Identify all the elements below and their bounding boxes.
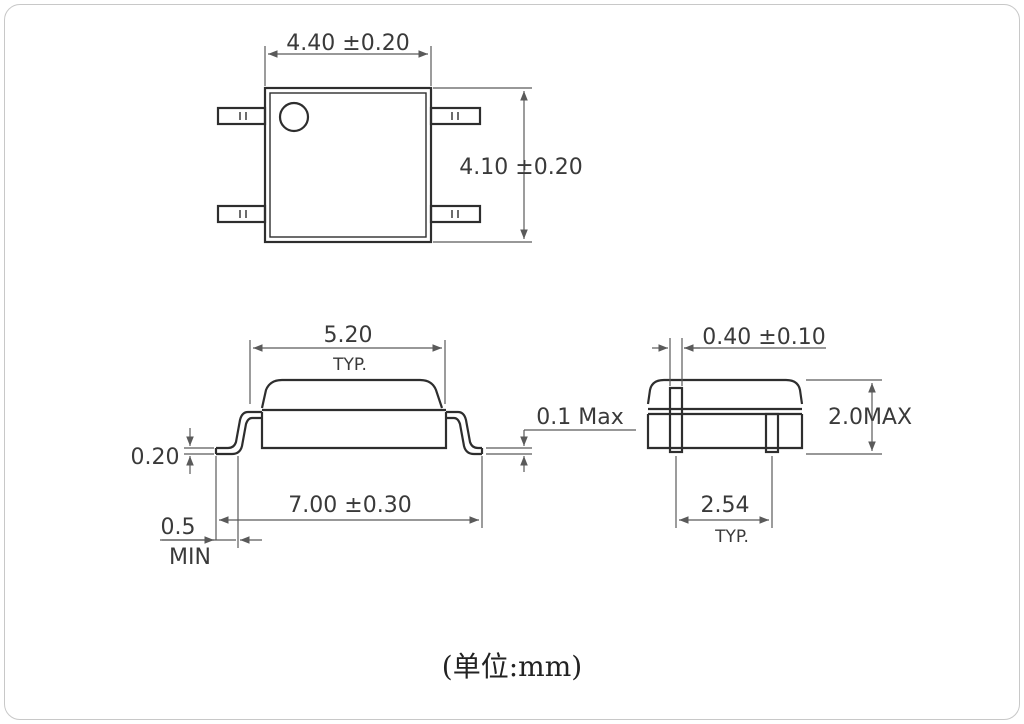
end-view: 0.40 ±0.10 2.0MAX 2.54 TYP.	[646, 325, 912, 547]
units-caption: (单位:mm)	[442, 650, 582, 683]
lead-min-note: MIN	[169, 545, 211, 570]
lead-thickness-label: 0.20	[131, 445, 180, 470]
end-lead-left	[668, 386, 684, 454]
body-length-label: 5.20	[324, 323, 373, 348]
top-width-label: 4.40 ±0.20	[286, 31, 409, 56]
pin1-marker	[278, 101, 310, 133]
pitch-note: TYP.	[714, 527, 749, 547]
side-view: 5.20 TYP. 7.00 ±0.30 0.20 0.5 MIN 0.1 Ma…	[131, 323, 636, 570]
lead-width-label: 0.40 ±0.10	[702, 325, 825, 350]
top-height-label: 4.10 ±0.20	[459, 155, 582, 180]
pitch-label: 2.54	[701, 493, 750, 518]
lead-min-value: 0.5	[161, 515, 196, 540]
body-length-note: TYP.	[332, 355, 367, 375]
end-lead-right	[764, 412, 780, 454]
top-view-leads	[216, 106, 482, 224]
package-body-top	[263, 86, 433, 244]
standoff-label: 0.1 Max	[536, 405, 623, 430]
drawing-frame	[4, 4, 1020, 720]
overall-length-label: 7.00 ±0.30	[288, 493, 411, 518]
end-height-label: 2.0MAX	[828, 405, 912, 430]
top-view: 4.40 ±0.20 4.10 ±0.20	[216, 31, 583, 244]
